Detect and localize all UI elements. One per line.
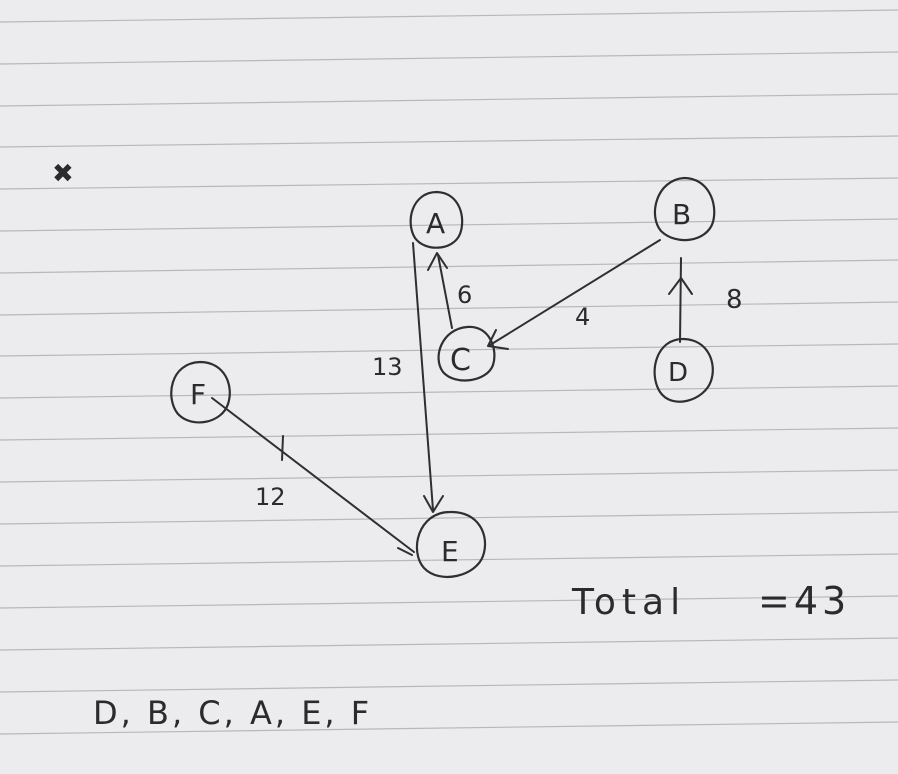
edge-a-e-arrowhead xyxy=(423,495,444,513)
node-e: E xyxy=(415,510,487,578)
edge-b-c-arrowhead xyxy=(487,329,509,350)
edge-d-b-arrowhead xyxy=(668,277,693,295)
edge-e-f-tick xyxy=(281,435,284,461)
node-e-label: E xyxy=(441,535,459,568)
weight-c-a: 6 xyxy=(457,281,472,309)
node-f: F xyxy=(170,360,231,424)
node-d-label: D xyxy=(668,358,688,388)
corner-scribble: ✖ xyxy=(52,159,74,189)
total-label: Total xyxy=(571,582,686,623)
node-f-label: F xyxy=(190,378,206,411)
node-b: B xyxy=(653,176,716,242)
weight-d-b: 8 xyxy=(726,285,743,315)
weight-a-e: 13 xyxy=(372,353,403,381)
total-value: =43 xyxy=(758,579,850,623)
node-a: A xyxy=(409,190,464,249)
node-c: C xyxy=(437,325,496,382)
weight-e-f: 12 xyxy=(255,483,286,511)
edge-weights: 6 4 8 13 12 xyxy=(255,281,743,511)
traversal-order: D, B, C, A, E, F xyxy=(93,694,372,732)
graph-nodes: A B C D E F xyxy=(170,176,716,578)
edge-e-f xyxy=(211,397,415,553)
weight-b-c: 4 xyxy=(575,303,590,331)
graph-edges xyxy=(211,239,693,556)
total-annotation: Total =43 xyxy=(571,579,850,623)
node-d: D xyxy=(653,337,714,403)
ruled-lines xyxy=(0,9,898,735)
edge-b-c xyxy=(489,239,661,346)
node-b-label: B xyxy=(672,198,691,231)
node-c-label: C xyxy=(450,343,471,378)
edge-c-a xyxy=(437,254,453,329)
edge-a-e xyxy=(412,242,434,511)
edge-c-a-arrowhead xyxy=(427,252,448,271)
edge-d-b xyxy=(679,257,682,343)
edge-e-f-tail xyxy=(397,547,413,556)
node-a-label: A xyxy=(426,207,445,240)
